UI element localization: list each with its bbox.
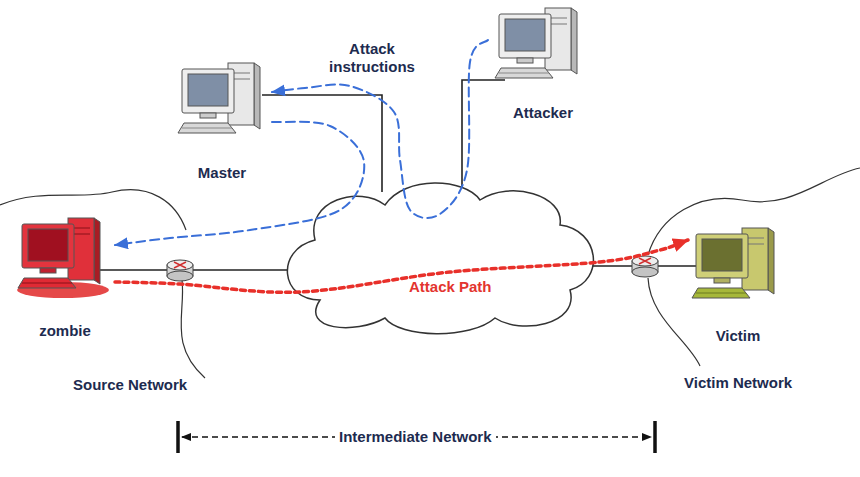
edge-label: Attack instructions — [322, 40, 422, 76]
boundary-curve — [181, 280, 205, 378]
network-cable — [262, 95, 382, 192]
attack-connector — [272, 40, 488, 218]
computer-node: Master — [172, 60, 272, 182]
bracket-arrowhead — [642, 433, 652, 441]
attack-connector — [115, 240, 688, 292]
computer-node: zombie — [15, 212, 115, 340]
attack-connector — [115, 122, 364, 245]
router-symbol — [167, 260, 193, 281]
network-label: Source Network — [73, 376, 187, 394]
network-cable — [462, 80, 505, 188]
computer-icon — [692, 228, 774, 298]
bracket-bar — [653, 421, 657, 453]
node-label: Master — [198, 164, 246, 182]
boundary-curve — [648, 278, 700, 366]
network-label: Victim Network — [684, 374, 792, 392]
computer-icon — [178, 63, 260, 133]
computer-node: Attacker — [488, 2, 598, 122]
node-label: zombie — [39, 322, 91, 340]
router-symbol — [632, 256, 658, 277]
computer-icon — [17, 218, 109, 298]
computer-node: Victim — [688, 222, 788, 345]
bracket-bar — [176, 421, 180, 453]
bracket-arrowhead — [181, 433, 191, 441]
network-label: Intermediate Network — [335, 428, 496, 446]
edge-label: Attack Path — [409, 278, 492, 296]
node-label: Victim — [716, 327, 761, 345]
node-label: Attacker — [513, 104, 573, 122]
internet-cloud — [287, 183, 593, 334]
computer-icon — [495, 8, 577, 78]
network-cable — [100, 269, 292, 271]
